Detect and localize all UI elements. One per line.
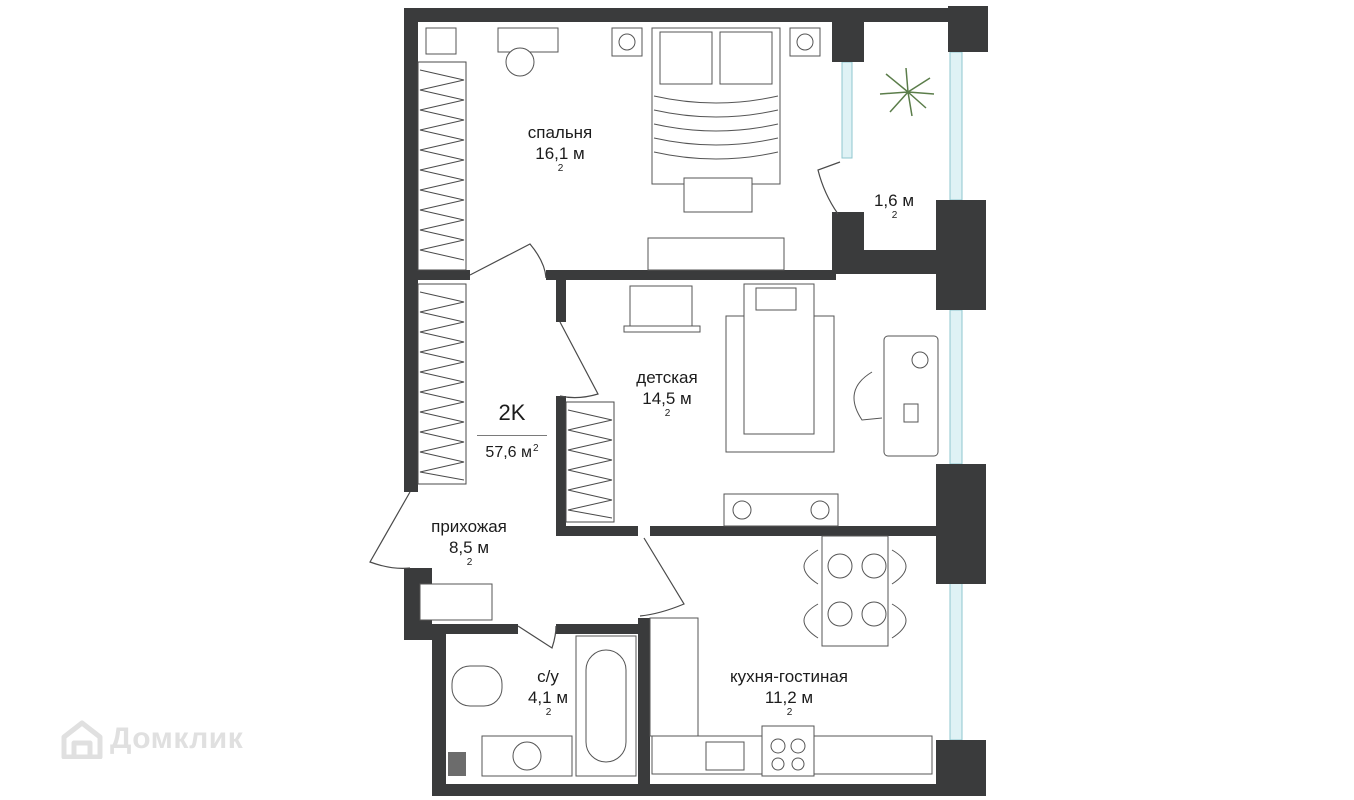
- room-name: кухня-гостиная: [730, 667, 848, 686]
- wardrobe-hatching: [417, 61, 615, 523]
- area-unit-sup: 2: [466, 557, 473, 568]
- area-unit-sup: 2: [786, 707, 793, 718]
- room-area: 4,1 м: [527, 688, 569, 707]
- area-unit-sup: 2: [557, 163, 564, 174]
- area-unit-sup: 2: [664, 408, 671, 419]
- doors: [369, 161, 841, 649]
- badge-divider: [477, 435, 547, 436]
- room-area: 16,1 м: [535, 144, 585, 163]
- room-name: прихожая: [431, 517, 507, 536]
- walls: [404, 6, 988, 796]
- room-name: детская: [636, 368, 698, 387]
- room-area: 8,5 м: [448, 538, 490, 557]
- bathroom-furniture: [419, 583, 637, 777]
- room-area: 11,2 м: [764, 688, 814, 707]
- area-unit-sup: 2: [533, 443, 539, 454]
- watermark-text: Домклик: [110, 722, 244, 755]
- kitchen-furniture: [649, 535, 933, 777]
- room-name: с/у: [537, 667, 559, 686]
- bedroom-furniture: [425, 27, 821, 271]
- area-unit-sup: 2: [891, 210, 898, 221]
- area-unit-sup: 2: [545, 707, 552, 718]
- house-logo-icon: [61, 720, 103, 759]
- apartment-summary-badge: 2K 57,6 м2: [470, 396, 554, 472]
- plant-icon: [879, 67, 935, 117]
- room-area: 14,5 м: [642, 389, 692, 408]
- kids-room-furniture: [623, 283, 939, 527]
- apartment-type: 2K: [498, 400, 526, 425]
- room-name: спальня: [527, 123, 593, 142]
- room-area: 1,6 м: [873, 191, 915, 210]
- apartment-total-area-row: 57,6 м2: [470, 443, 554, 462]
- domclick-watermark: Домклик: [60, 716, 243, 762]
- apartment-total-area: 57,6 м: [485, 444, 533, 461]
